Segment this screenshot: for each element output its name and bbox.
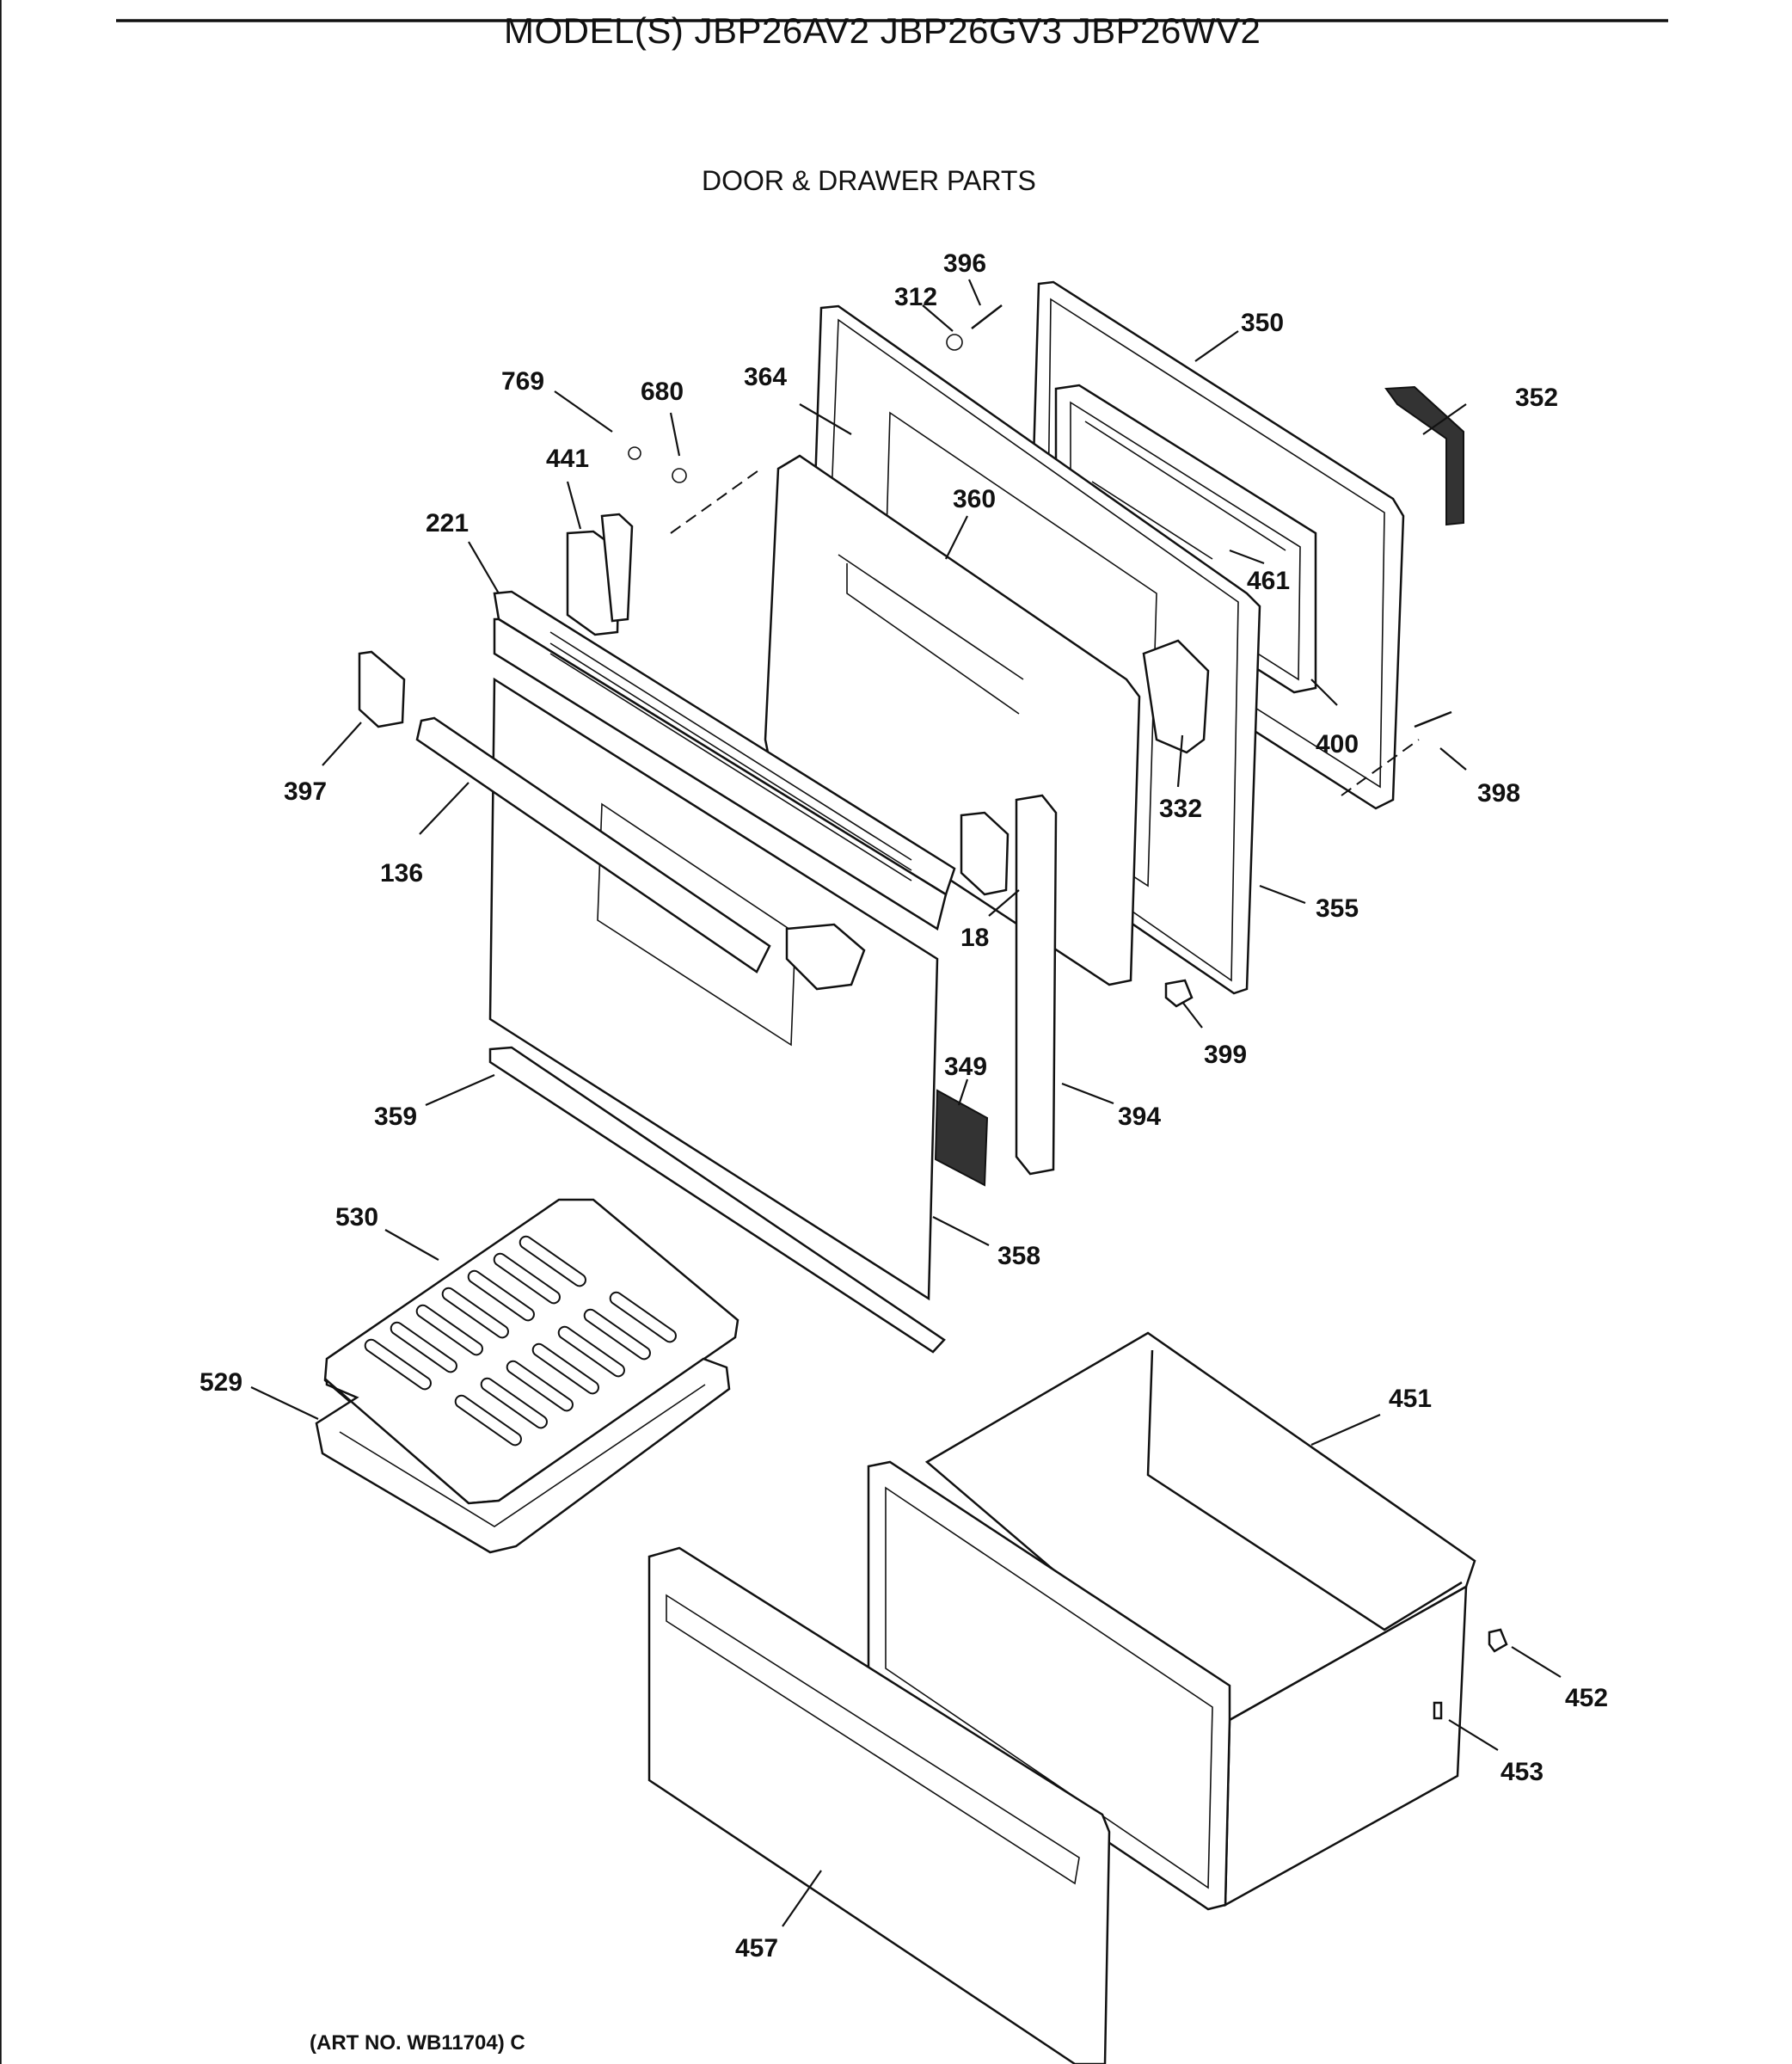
- callout-360: 360: [953, 485, 996, 513]
- callout-359: 359: [374, 1103, 417, 1131]
- callout-364: 364: [744, 363, 787, 391]
- door-hinge-441: [566, 513, 634, 636]
- assembly-dash-lines: [670, 468, 1420, 796]
- art-number: (ART NO. WB11704) C: [310, 2031, 525, 2055]
- callout-394: 394: [1118, 1103, 1161, 1131]
- callout-labels: 396 312 350 352 769 680 364 441 360 221 …: [199, 249, 1608, 1963]
- door-top-vent-221: [493, 590, 956, 931]
- label-349: [934, 1089, 989, 1187]
- callout-355: 355: [1316, 894, 1359, 923]
- callout-453: 453: [1500, 1758, 1543, 1786]
- bumper-399: [1164, 979, 1194, 1008]
- callout-136: 136: [380, 859, 423, 888]
- handle-end-cap-352: [1384, 385, 1464, 526]
- callout-352: 352: [1515, 384, 1558, 412]
- callout-680: 680: [641, 378, 684, 406]
- callout-221: 221: [426, 509, 469, 538]
- drawer-front-panel-457: [647, 1546, 1111, 2064]
- callout-399: 399: [1204, 1041, 1247, 1069]
- callout-400: 400: [1316, 730, 1359, 759]
- callout-332: 332: [1159, 795, 1202, 823]
- callout-452: 452: [1565, 1684, 1608, 1712]
- callout-349: 349: [944, 1053, 987, 1081]
- callout-396: 396: [943, 249, 986, 278]
- callout-398: 398: [1477, 779, 1520, 808]
- callout-769: 769: [501, 367, 544, 396]
- callout-18: 18: [960, 924, 989, 952]
- drawer-glide-452: [1488, 1628, 1508, 1653]
- drawer-screw-453: [1433, 1701, 1443, 1720]
- callout-529: 529: [199, 1368, 242, 1397]
- section-title: DOOR & DRAWER PARTS: [702, 165, 1036, 196]
- callout-530: 530: [335, 1203, 378, 1232]
- leader-lines: [250, 279, 1562, 1927]
- callout-350: 350: [1241, 309, 1284, 337]
- broiler-pan-529: [315, 1357, 731, 1554]
- callout-461: 461: [1247, 567, 1290, 595]
- callout-312: 312: [894, 283, 937, 311]
- broiler-rack-530: [323, 1198, 740, 1505]
- hinge-18: [960, 811, 1010, 896]
- callout-457: 457: [735, 1934, 778, 1963]
- callout-441: 441: [546, 445, 589, 473]
- door-handle-136: [415, 716, 866, 991]
- callout-397: 397: [284, 777, 327, 806]
- callout-358: 358: [997, 1242, 1040, 1270]
- door-bottom-trim-359: [488, 1046, 946, 1354]
- hinge-bracket-397: [358, 650, 406, 728]
- drawer-body-451: [867, 1331, 1476, 1911]
- hardware-small-parts: [628, 304, 1452, 728]
- side-trim-394: [1015, 794, 1058, 1176]
- callout-451: 451: [1389, 1385, 1432, 1413]
- model-title: MODEL(S) JBP26AV2 JBP26GV3 JBP26WV2: [504, 10, 1261, 51]
